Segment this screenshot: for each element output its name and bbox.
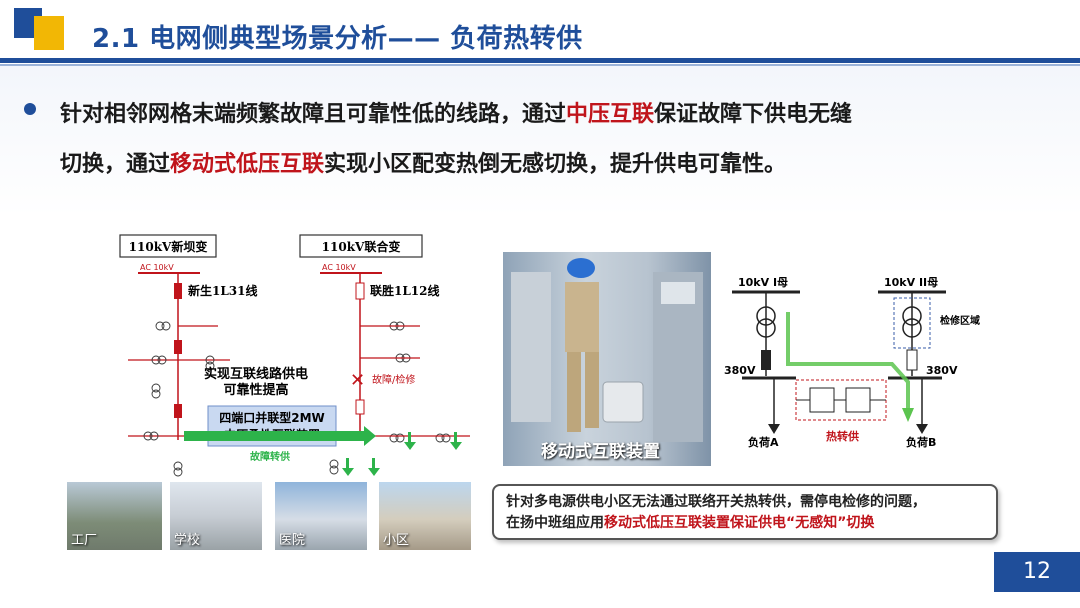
maintenance-label: 检修区域 (940, 314, 980, 327)
background-band (0, 66, 1080, 216)
highlight-mv-interconnect: 中压互联 (566, 102, 655, 127)
worker-illustration (511, 258, 703, 442)
page-title: 2.1 电网侧典型场景分析—— 负荷热转供 (92, 24, 583, 54)
mv-interconnect-diagram: 110kV新坝变 110kV联合变 AC 10kV AC 10kV 新生1L31… (119, 234, 470, 477)
reliability-text-1: 实现互联线路供电 (204, 366, 308, 382)
callout-highlight: 移动式低压互联装置保证供电“无感知”切换 (604, 515, 875, 531)
bus-2-label: 10kV II母 (884, 276, 938, 289)
photo-hospital-label: 医院 (279, 533, 306, 548)
voltage-label-1: 380V (724, 364, 756, 377)
hot-transfer-label: 热转供 (826, 429, 859, 443)
photo-hospital: 医院 (275, 482, 367, 550)
bus-1-label: 10kV I母 (738, 276, 788, 289)
callout-line-1: 针对多电源供电小区无法通过联络开关热转供，需停电检修的问题， (506, 494, 926, 510)
callout-line-2: 在扬中班组应用移动式低压互联装置保证供电“无感知”切换 (506, 513, 984, 534)
load-a-label: 负荷A (748, 435, 779, 449)
bullet-line-2: 切换，通过移动式低压互联实现小区配变热倒无感切换，提升供电可靠性。 (60, 140, 1060, 190)
photo-school-label: 学校 (174, 533, 201, 548)
voltage-label-2: 380V (926, 364, 958, 377)
photo-factory: 工厂 (67, 482, 162, 550)
text-span: 实现小区配变热倒无感切换，提升供电可靠性。 (324, 152, 787, 177)
ac-label-1: AC 10kV (140, 263, 174, 272)
photo-school: 学校 (170, 482, 262, 550)
bullet-line-1: 针对相邻网格末端频繁故障且可靠性低的线路，通过中压互联保证故障下供电无缝 (60, 90, 1060, 140)
logo-block-gold (34, 16, 64, 50)
text-span: 针对相邻网格末端频繁故障且可靠性低的线路，通过 (60, 102, 567, 127)
highlight-mobile-lv-interconnect: 移动式低压互联 (170, 152, 325, 177)
fault-label: 故障/检修 (372, 373, 415, 386)
svg-text:✕: ✕ (350, 370, 365, 391)
photo-residential: 小区 (379, 482, 471, 550)
mobile-device-photo: 移动式互联装置 (503, 252, 711, 466)
bullet-dot (24, 103, 36, 115)
substation-1-label: 110kV新坝变 (129, 239, 208, 254)
reliability-text-2: 可靠性提高 (223, 382, 288, 398)
text-span: 保证故障下供电无缝 (654, 102, 853, 127)
summary-callout: 针对多电源供电小区无法通过联络开关热转供，需停电检修的问题， 在扬中班组应用移动… (492, 484, 998, 540)
transfer-label: 故障转供 (250, 450, 290, 463)
page-number: 12 (994, 552, 1080, 592)
device-photo-label: 移动式互联装置 (541, 442, 660, 462)
header-divider-thin (0, 64, 1080, 66)
feeder-2-label: 联胜1L12线 (370, 283, 440, 298)
bullet-paragraph: 针对相邻网格末端频繁故障且可靠性低的线路，通过中压互联保证故障下供电无缝 切换，… (60, 90, 1060, 190)
ac-label-2: AC 10kV (322, 263, 356, 272)
photo-residential-label: 小区 (383, 533, 410, 548)
lv-hot-transfer-diagram: 10kV I母 10kV II母 检修区域 380V 380V 负荷A 热转供 … (724, 276, 980, 449)
header-divider (0, 58, 1080, 63)
feeder-1-label: 新生1L31线 (188, 283, 258, 298)
text-span: 在扬中班组应用 (506, 515, 604, 531)
load-b-label: 负荷B (906, 435, 936, 449)
photo-factory-label: 工厂 (71, 533, 98, 548)
text-span: 切换，通过 (60, 152, 171, 177)
device-text-1: 四端口并联型2MW (219, 410, 325, 425)
substation-2-label: 110kV联合变 (322, 239, 401, 254)
